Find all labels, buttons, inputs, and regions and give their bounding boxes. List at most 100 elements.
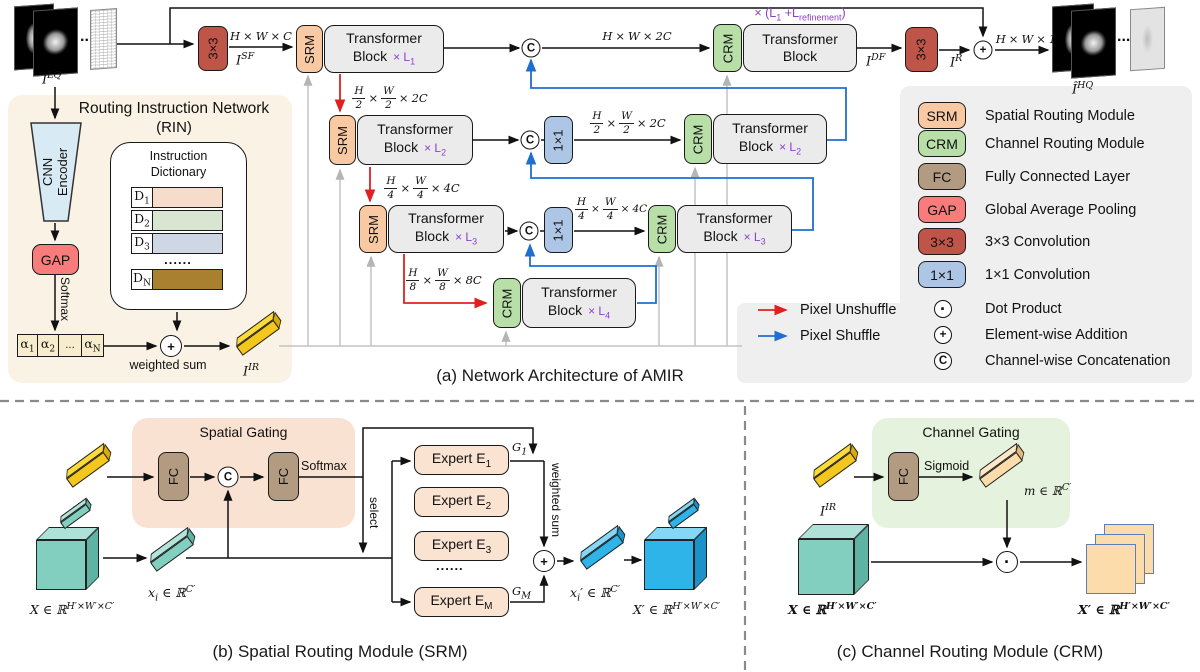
alpha-dots: ... xyxy=(59,334,82,357)
dict-swatch-n xyxy=(153,269,223,290)
gap-block: GAP xyxy=(32,244,79,275)
transformer-block-1: Transformer Block× L1 xyxy=(324,25,444,73)
dim-output: H×W×1 xyxy=(995,32,1057,46)
legend-text-srm: Spatial Routing Module xyxy=(985,108,1135,124)
crm-tab-refine: CRM xyxy=(713,24,742,72)
crm-output-tensor-label: X′ ∈ ℝH′×W′×C′ xyxy=(1078,601,1170,618)
legend-badge-crm: CRM xyxy=(918,130,966,157)
expert-dots: ...... xyxy=(436,558,464,573)
srm-softmax-label: Softmax xyxy=(301,459,347,473)
legend-text-conv3: 3×3 Convolution xyxy=(985,234,1091,250)
block-multiplier-dec-3: × L3 xyxy=(743,229,766,247)
crm-tab-2: CRM xyxy=(684,114,712,164)
dict-row-2: D2 xyxy=(131,210,223,231)
legend-add-node: + xyxy=(934,326,952,344)
crm-output-layer-front xyxy=(1086,544,1136,594)
weighted-sum-add-node: + xyxy=(160,335,182,357)
crm-sigmoid-label: Sigmoid xyxy=(924,459,970,473)
gate-weight-m-label: GM xyxy=(512,584,531,602)
rin-title: Routing Instruction Network xyxy=(78,100,270,117)
legend-text-gap: Global Average Pooling xyxy=(985,202,1137,218)
legend-concat-node: C xyxy=(934,352,952,370)
srm-tab-3: SRM xyxy=(359,205,387,253)
alpha-n: αN xyxy=(82,334,104,357)
srm-output-vector-label: xi′ ∈ ℝC′ xyxy=(570,584,620,604)
output-image-2 xyxy=(1071,7,1116,79)
legend-text-dot: Dot Product xyxy=(985,301,1062,317)
block-multiplier-3: × L3 xyxy=(455,229,478,247)
channel-gating-title: Channel Gating xyxy=(922,424,1020,440)
srm-tab-2: SRM xyxy=(329,115,356,165)
legend-text-conv1: 1×1 Convolution xyxy=(985,267,1091,283)
input-image-2 xyxy=(33,7,78,77)
srm-input-tensor-label: X ∈ ℝH′×W′×C′ xyxy=(30,601,115,618)
weighted-sum-label: weighted sum xyxy=(129,358,207,372)
legend-badge-fc: FC xyxy=(918,163,966,190)
refinement-multiplier: × (L1 +Lrefinement) xyxy=(754,6,846,23)
legend-text-pixel-shuffle: Pixel Shuffle xyxy=(800,328,881,344)
srm-output-tensor-label: X′ ∈ ℝH′×W′×C′ xyxy=(633,601,721,618)
legend-text-add: Element-wise Addition xyxy=(985,327,1128,343)
concat-node-1: C xyxy=(521,38,541,58)
conv1x1-level2: 1×1 xyxy=(544,116,573,164)
shallow-feature-label: ISF xyxy=(236,51,255,69)
srm-weighted-sum-label: weighted sum xyxy=(549,463,563,538)
srm-add-node: + xyxy=(533,550,555,572)
instruction-dictionary-title: Instruction Dictionary xyxy=(149,149,208,179)
crm-tab-3: CRM xyxy=(648,205,676,253)
dict-row-n: DN xyxy=(131,269,223,290)
crm-mask-label: m ∈ ℝC′ xyxy=(1024,482,1072,498)
legend-text-fc: Fully Connected Layer xyxy=(985,169,1131,185)
cnn-encoder-shape xyxy=(30,122,82,222)
dict-dots: ...... xyxy=(164,252,192,267)
dict-row-1: D1 xyxy=(131,187,223,208)
transformer-block-dec-2: Transformer Block× L2 xyxy=(713,114,827,164)
legend-text-crm: Channel Routing Module xyxy=(985,136,1145,152)
srm-select-label: select xyxy=(367,497,381,529)
crm-tab-4: CRM xyxy=(493,278,521,328)
dict-swatch-1 xyxy=(153,187,223,208)
transformer-block-refine: Transformer Block xyxy=(743,24,857,72)
caption-b: (b) Spatial Routing Module (SRM) xyxy=(212,642,468,661)
srm-concat-node: C xyxy=(217,466,239,488)
block-multiplier-2: × L2 xyxy=(424,140,447,158)
legend-badge-conv3: 3×3 xyxy=(918,228,966,255)
srm-fc-1: FC xyxy=(158,452,189,501)
deep-feature-label: IDF xyxy=(866,52,886,70)
input-image-sparse xyxy=(90,8,117,70)
legend-arrows-background xyxy=(737,303,917,383)
residual-label: IR xyxy=(950,53,963,71)
cnn-encoder-label: CNN Encoder xyxy=(40,147,70,197)
instruction-embedding-label: IIR xyxy=(243,362,260,380)
legend-dot-node: · xyxy=(934,299,952,319)
crm-input-tensor-label: X ∈ ℝH′×W′×C′ xyxy=(788,601,877,618)
caption-a: (a) Network Architecture of AMIR xyxy=(436,366,684,385)
rin-softmax-label: Softmax xyxy=(58,277,72,322)
dict-row-3: D3 xyxy=(131,233,223,254)
alpha-2: α2 xyxy=(38,334,59,357)
alpha-vector: α1 α2 ... αN xyxy=(17,334,104,357)
rin-subtitle: (RIN) xyxy=(156,119,192,136)
gate-weight-1-label: G1 xyxy=(512,440,528,458)
srm-panel-arrows xyxy=(103,427,643,607)
block-multiplier-1: × L1 xyxy=(393,49,416,67)
output-label: ÎHQ xyxy=(1072,80,1094,98)
srm-fc-2: FC xyxy=(268,452,299,501)
crm-dot-product-node: · xyxy=(996,551,1018,573)
dict-swatch-2 xyxy=(153,210,223,231)
pixel-shuffle-arrows xyxy=(524,58,847,342)
pixel-unshuffle-arrows xyxy=(334,74,788,316)
conv3x3-output: 3×3 xyxy=(905,27,938,72)
legend-text-concat: Channel-wise Concatenation xyxy=(985,353,1171,369)
alpha-1: α1 xyxy=(17,334,38,357)
concat-node-3: C xyxy=(519,221,539,241)
dim-input: H×W×C xyxy=(230,29,292,43)
expert-3: Expert E3 xyxy=(414,531,509,561)
